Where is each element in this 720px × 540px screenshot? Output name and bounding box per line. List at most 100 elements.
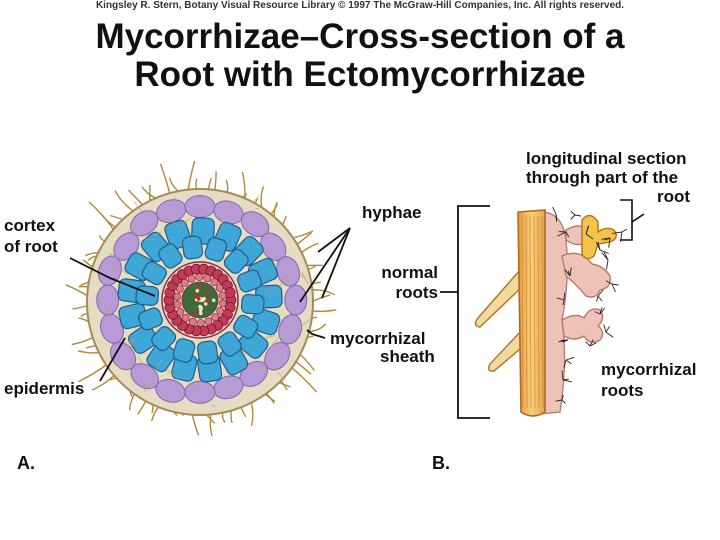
hyphal-bristle bbox=[585, 233, 594, 240]
hyphae-net bbox=[97, 195, 314, 408]
root-streak bbox=[533, 215, 536, 409]
cortex-cell bbox=[172, 338, 196, 363]
hyphal-bristle bbox=[565, 231, 570, 238]
hyphal-bristle bbox=[605, 280, 613, 285]
vascular-dot bbox=[198, 304, 202, 309]
pericycle-cell bbox=[204, 317, 213, 326]
hyphal-bristle bbox=[599, 307, 603, 315]
hypha-net-strand bbox=[263, 335, 276, 339]
cortex-cell bbox=[138, 307, 163, 331]
hypha-net-strand bbox=[279, 273, 289, 287]
cortex-cell bbox=[197, 340, 219, 365]
epidermis-cell bbox=[184, 195, 216, 218]
hyphal-bristle bbox=[611, 283, 616, 293]
cortex-cell bbox=[151, 326, 177, 352]
hypha-net-strand bbox=[171, 196, 176, 202]
hypha-net-strand bbox=[156, 359, 163, 369]
mycorrhizal-branch-lower bbox=[561, 308, 604, 343]
vascular-dot bbox=[196, 297, 201, 301]
label-normal-1: normal bbox=[381, 263, 438, 282]
hypha-strand bbox=[88, 201, 117, 234]
hypha-net-strand bbox=[299, 316, 314, 329]
hyphal-bristle bbox=[555, 399, 563, 402]
normal-lateral-root-upper bbox=[474, 268, 525, 328]
cortex-cell bbox=[135, 285, 160, 306]
hypha-net-strand bbox=[159, 217, 169, 223]
inset-bracket bbox=[620, 199, 633, 241]
label-cortex-2: of root bbox=[4, 237, 58, 256]
vascular-dots bbox=[194, 286, 216, 316]
hyphal-bristle bbox=[605, 331, 614, 338]
hypha-net-strand bbox=[296, 269, 305, 280]
hypha-net-strand bbox=[211, 404, 216, 408]
hypha-net-strand bbox=[143, 382, 156, 387]
cortex-cell bbox=[223, 248, 249, 274]
hyphal-bristle bbox=[561, 394, 564, 401]
hyphal-bristle bbox=[589, 342, 597, 347]
cortex-cell bbox=[217, 331, 242, 357]
hypha-net-strand bbox=[269, 337, 279, 349]
epidermis-cell bbox=[264, 341, 291, 371]
cortex-cell bbox=[127, 324, 159, 354]
hypha-net-strand bbox=[180, 217, 192, 227]
hyphal-bristle bbox=[552, 206, 557, 215]
hyphal-bristle bbox=[565, 359, 572, 365]
label-normal-2: roots bbox=[396, 283, 439, 302]
hyphal-bristle bbox=[589, 339, 594, 347]
cortex-cell bbox=[181, 235, 204, 260]
hyphal-bristle bbox=[603, 251, 609, 261]
title-line-2: Root with Ectomycorrhizae bbox=[134, 55, 586, 94]
vascular-dot bbox=[197, 286, 202, 290]
hyphal-bristle bbox=[599, 249, 609, 254]
cortex-cells bbox=[117, 217, 283, 383]
hypha-net-strand bbox=[126, 224, 136, 234]
cortex-cell bbox=[237, 269, 262, 293]
inset-leader bbox=[631, 213, 645, 223]
root-streak bbox=[537, 215, 540, 409]
pericycle-cell bbox=[173, 300, 182, 309]
epidermis-cell bbox=[96, 284, 120, 316]
label-cortex-1: cortex bbox=[4, 216, 56, 235]
hyphal-bristle bbox=[597, 295, 603, 302]
root-cross-section bbox=[65, 160, 337, 437]
hyphal-bristle bbox=[594, 311, 601, 315]
label-longitudinal-3: root bbox=[657, 187, 690, 206]
hypha-net-strand bbox=[219, 215, 225, 228]
cortex-cell bbox=[240, 293, 265, 315]
panel-letter-a: A. bbox=[17, 453, 35, 473]
hyphal-bristle bbox=[603, 324, 607, 333]
label-sheath-2: sheath bbox=[380, 347, 435, 366]
cortex-cell bbox=[158, 243, 183, 269]
vascular-dot bbox=[211, 298, 216, 303]
pericycle-cell bbox=[218, 291, 227, 300]
hyphal-bristle bbox=[606, 259, 609, 270]
hypha-net-strand bbox=[106, 305, 112, 318]
hyphal-bristle bbox=[557, 231, 567, 237]
pericycle-cell bbox=[173, 292, 182, 301]
vascular-dot bbox=[199, 311, 203, 316]
hypha-net-strand bbox=[143, 382, 146, 392]
copyright-line: Kingsley R. Stern, Botany Visual Resourc… bbox=[95, 0, 625, 11]
label-longitudinal-1: longitudinal section bbox=[526, 149, 687, 168]
hypha-net-strand bbox=[301, 271, 309, 285]
pericycle-cell bbox=[203, 274, 212, 283]
mycorrhizal-branches bbox=[561, 225, 611, 343]
pericycle-cell bbox=[216, 307, 225, 315]
root-streak bbox=[525, 215, 528, 409]
hyphal-bristle bbox=[605, 326, 610, 333]
hyphal-bristle bbox=[561, 370, 564, 381]
hyphal-bristle bbox=[596, 295, 599, 302]
label-myc-roots-1: mycorrhizal bbox=[601, 360, 696, 379]
hypha-net-strand bbox=[133, 201, 143, 212]
hypha-net-strand bbox=[167, 219, 179, 226]
figure-title: Mycorrhizae–Cross-section of a Root with… bbox=[0, 18, 720, 94]
pericycle-cell bbox=[210, 278, 219, 286]
hyphal-bristle bbox=[612, 231, 623, 234]
hypha-net-strand bbox=[167, 369, 179, 380]
hypha-net-strand bbox=[118, 266, 128, 275]
hypha-net-strand bbox=[128, 355, 135, 368]
hyphal-bristle bbox=[599, 307, 606, 315]
stele-ring-cells bbox=[163, 263, 237, 337]
hypha-net-strand bbox=[130, 337, 134, 352]
